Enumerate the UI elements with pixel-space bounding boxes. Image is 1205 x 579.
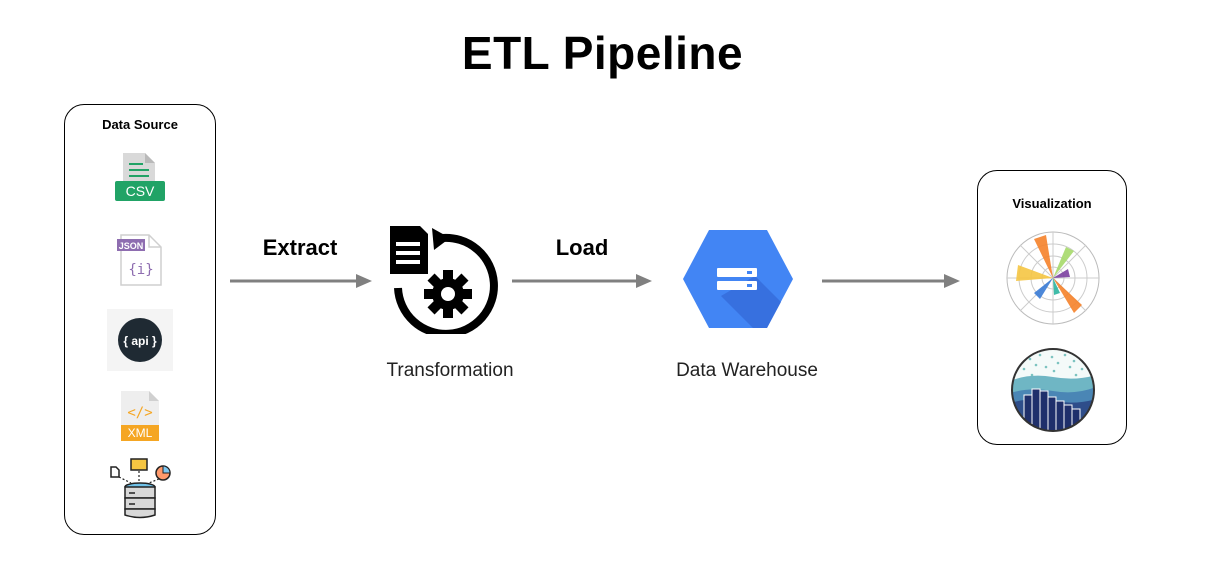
extract-label: Extract bbox=[262, 235, 338, 260]
database-icon bbox=[105, 457, 177, 523]
xml-file-icon: </> XML bbox=[115, 389, 167, 443]
data-source-label: Data Source bbox=[102, 117, 178, 132]
json-badge-text: JSON bbox=[119, 241, 144, 251]
api-badge-text: { api } bbox=[123, 334, 157, 348]
polar-chart-icon bbox=[1004, 229, 1102, 327]
json-file-icon: JSON {i} bbox=[115, 231, 167, 289]
xml-glyph: </> bbox=[127, 405, 152, 421]
xml-badge-text: XML bbox=[128, 426, 153, 440]
csv-badge-text: CSV bbox=[126, 183, 155, 199]
api-icon: { api } bbox=[107, 309, 173, 371]
visualization-arrow bbox=[822, 272, 966, 290]
csv-file-icon: CSV bbox=[113, 151, 167, 205]
transformation-icon bbox=[386, 222, 498, 334]
visualization-label: Visualization bbox=[1012, 196, 1092, 211]
load-label: Load bbox=[555, 235, 609, 260]
json-glyph: {i} bbox=[128, 262, 153, 278]
data-source-panel: Data Source CSV JSON {i} { api } bbox=[64, 104, 216, 535]
data-warehouse-label: Data Warehouse bbox=[676, 360, 818, 381]
data-warehouse-icon bbox=[681, 228, 795, 330]
transformation-label: Transformation bbox=[386, 360, 514, 381]
diagram-title: ETL Pipeline bbox=[461, 27, 744, 79]
load-arrow bbox=[512, 272, 656, 290]
extract-arrow bbox=[230, 272, 374, 290]
visualization-panel: Visualization bbox=[977, 170, 1127, 445]
area-histogram-chart-icon bbox=[1010, 347, 1096, 433]
